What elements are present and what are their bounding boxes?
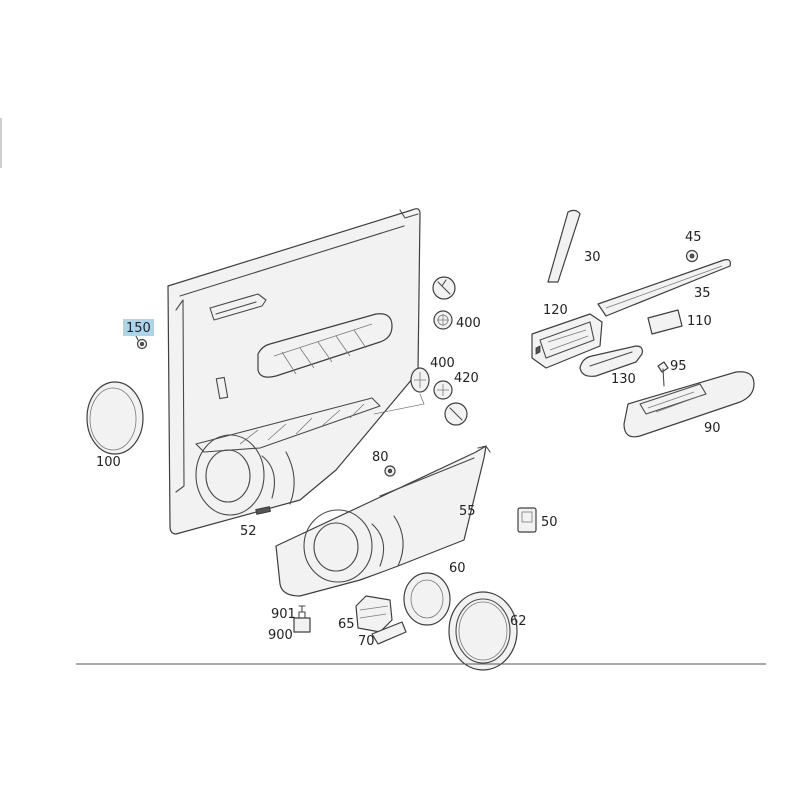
label-65[interactable]: 65	[338, 617, 355, 632]
label-52[interactable]: 52	[240, 524, 257, 539]
lamp-65[interactable]	[355, 595, 393, 633]
label-45[interactable]: 45	[685, 230, 702, 245]
clip-45[interactable]	[685, 249, 699, 263]
label-50[interactable]: 50	[541, 515, 558, 530]
lower-trim-55[interactable]	[275, 445, 491, 597]
label-90[interactable]: 90	[704, 421, 721, 436]
clip-150[interactable]	[135, 335, 148, 350]
label-120[interactable]: 120	[543, 303, 568, 318]
door-panel-52[interactable]	[167, 208, 421, 535]
speaker-ring-60[interactable]	[403, 572, 451, 626]
bulb-holder-900[interactable]	[293, 611, 311, 633]
bulb-901[interactable]	[298, 605, 306, 613]
scrollbar-edge	[0, 118, 2, 168]
label-400-lower[interactable]: 400	[430, 356, 455, 371]
cover-110[interactable]	[647, 309, 683, 335]
handle-bezel-130[interactable]	[579, 345, 643, 377]
speaker-grille-62[interactable]	[448, 591, 518, 671]
screw-400-upper[interactable]	[433, 310, 453, 330]
label-150[interactable]: 150	[126, 321, 151, 336]
label-95[interactable]: 95	[670, 359, 687, 374]
label-900[interactable]: 900	[268, 628, 293, 643]
clip-80[interactable]	[384, 465, 396, 477]
label-55[interactable]: 55	[459, 504, 476, 519]
trim-strip-35[interactable]	[597, 259, 731, 317]
tool-wrench-lower	[444, 402, 468, 426]
cover-100[interactable]	[86, 381, 144, 455]
handle-housing-120[interactable]	[531, 313, 603, 369]
label-420[interactable]: 420	[454, 371, 479, 386]
screw-95[interactable]	[657, 361, 669, 387]
screw-420[interactable]	[433, 380, 453, 400]
label-901[interactable]: 901	[271, 607, 296, 622]
label-70[interactable]: 70	[358, 634, 375, 649]
switch-50[interactable]	[517, 507, 537, 533]
label-60[interactable]: 60	[449, 561, 466, 576]
lens-70[interactable]	[371, 621, 407, 645]
label-30[interactable]: 30	[584, 250, 601, 265]
trim-strip-30[interactable]	[547, 209, 581, 283]
screw-400-lower[interactable]	[410, 367, 430, 393]
armrest-90[interactable]	[623, 371, 755, 438]
label-150-highlight	[123, 319, 154, 336]
label-80[interactable]: 80	[372, 450, 389, 465]
label-400-upper[interactable]: 400	[456, 316, 481, 331]
label-110[interactable]: 110	[687, 314, 712, 329]
label-35[interactable]: 35	[694, 286, 711, 301]
label-130[interactable]: 130	[611, 372, 636, 387]
label-62[interactable]: 62	[510, 614, 527, 629]
tool-wrench-upper	[432, 276, 456, 300]
label-100[interactable]: 100	[96, 455, 121, 470]
